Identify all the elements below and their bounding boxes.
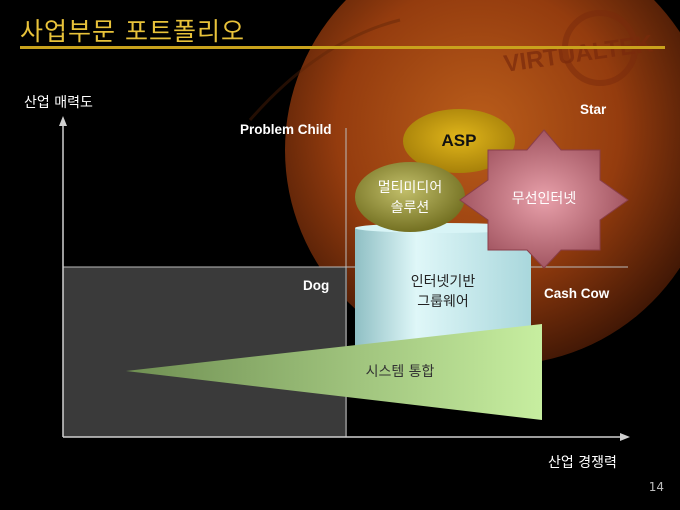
- quadrant-label-cash-cow: Cash Cow: [544, 286, 610, 301]
- quadrant-label-dog: Dog: [303, 278, 330, 293]
- multimedia-label-line2: 솔루션: [390, 200, 430, 216]
- wireless-label: 무선인터넷: [511, 191, 577, 207]
- system-integration-triangle: [126, 324, 542, 420]
- x-axis: [63, 433, 630, 441]
- y-axis: [59, 116, 67, 437]
- multimedia-label: 멀티미디어 솔루션: [357, 178, 463, 218]
- groupware-label-line1: 인터넷기반: [410, 274, 476, 290]
- y-axis-label: 산업 매력도: [24, 95, 93, 111]
- slide-title: 사업부문 포트폴리오: [20, 17, 245, 46]
- title-underline: [20, 46, 665, 49]
- asp-ellipse: [403, 109, 515, 173]
- groupware-label: 인터넷기반 그룹웨어: [383, 272, 503, 312]
- page-number: 14: [648, 480, 664, 494]
- multimedia-ellipse: [355, 162, 465, 232]
- multimedia-label-line1: 멀티미디어: [377, 180, 443, 196]
- asp-label: ASP: [441, 131, 477, 150]
- quadrant-label-star: Star: [580, 102, 607, 117]
- quadrant-label-problem-child: Problem Child: [240, 122, 332, 137]
- wireless-internet-star: [459, 129, 629, 269]
- x-axis-label: 산업 경쟁력: [548, 455, 617, 471]
- groupware-label-line2: 그룹웨어: [417, 294, 469, 310]
- system-integration-label: 시스템 통합: [365, 364, 435, 380]
